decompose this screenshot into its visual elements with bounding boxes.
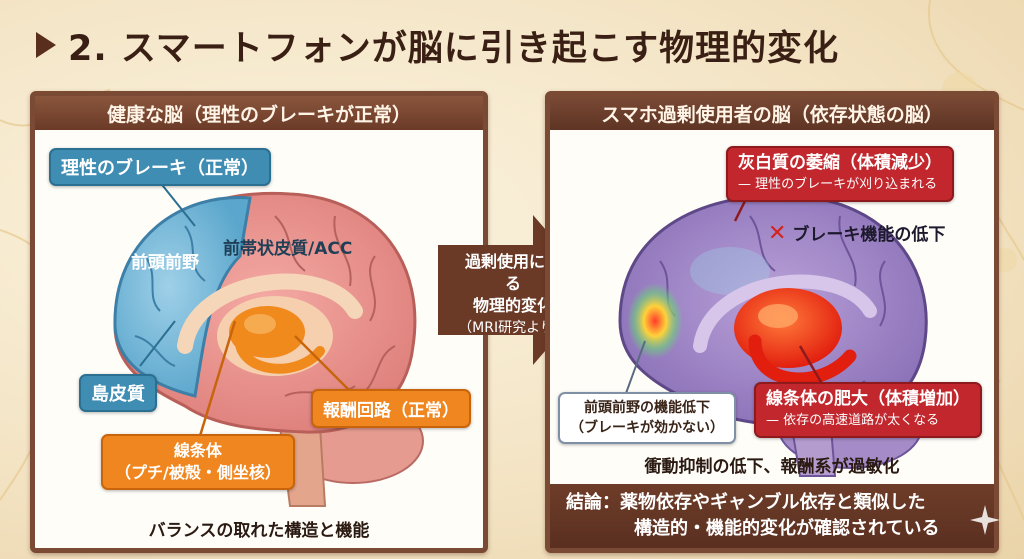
prefrontal-decline-line2: （ブレーキが効かない） bbox=[570, 420, 724, 436]
striatum-hypertrophy-title: 線条体の肥大（体積増加） bbox=[766, 389, 970, 409]
title-triangle-icon bbox=[36, 32, 56, 58]
prefrontal-decline-tag: 前頭前野の機能低下 （ブレーキが効かない） bbox=[558, 392, 736, 444]
acc-label: 前帯状皮質/ACC bbox=[223, 239, 353, 259]
conclusion-line2: 構造的・機能的変化が確認されている bbox=[634, 518, 940, 539]
reward-circuit-tag: 報酬回路（正常） bbox=[311, 389, 471, 428]
prefrontal-label: 前頭前野 bbox=[131, 253, 199, 273]
addicted-brain-panel: スマホ過剰使用者の脳（依存状態の脳） 灰白質の萎縮（体積減少） — 理性のブレー… bbox=[545, 91, 999, 553]
gray-matter-title: 灰白質の萎縮（体積減少） bbox=[738, 153, 942, 173]
striatum-tag: 線条体 （プチ/被殻・側坐核） bbox=[101, 434, 295, 490]
cross-icon: ✕ bbox=[768, 221, 787, 246]
page-title: 2. スマートフォンが脳に引き起こす物理的変化 bbox=[36, 20, 839, 70]
transition-arrow-label: 過剰使用による 物理的変化 （MRI研究より） bbox=[458, 251, 568, 339]
arrow-line2: 物理的変化 bbox=[472, 296, 553, 315]
striatum-tag-line1: 線条体 bbox=[173, 441, 222, 460]
striatum-hypertrophy-sub: — 依存の高速道路が太くなる bbox=[766, 413, 940, 428]
healthy-panel-header: 健康な脳（理性のブレーキが正常） bbox=[35, 96, 483, 130]
arrow-line3: （MRI研究より） bbox=[458, 320, 568, 336]
gray-matter-sub: — 理性のブレーキが刈り込まれる bbox=[738, 177, 938, 192]
addicted-caption: 衝動抑制の低下、報酬系が過敏化 bbox=[644, 457, 900, 477]
insula-tag: 島皮質 bbox=[79, 374, 157, 412]
arrow-line1: 過剰使用による bbox=[464, 252, 561, 293]
addicted-panel-header: スマホ過剰使用者の脳（依存状態の脳） bbox=[550, 96, 994, 130]
striatum-tag-line2: （プチ/被殻・側坐核） bbox=[115, 463, 281, 482]
sparkle-icon bbox=[970, 505, 1000, 535]
conclusion-box: 結論：薬物依存やギャンブル依存と類似した 構造的・機能的変化が確認されている bbox=[550, 484, 994, 548]
brake-normal-tag: 理性のブレーキ（正常） bbox=[49, 148, 271, 186]
gray-matter-atrophy-tag: 灰白質の萎縮（体積減少） — 理性のブレーキが刈り込まれる bbox=[726, 146, 954, 202]
healthy-caption: バランスの取れた構造と機能 bbox=[148, 521, 370, 541]
conclusion-line1: 結論：薬物依存やギャンブル依存と類似した bbox=[566, 492, 926, 513]
healthy-brain-panel: 健康な脳（理性のブレーキが正常） 理性のブレ bbox=[30, 91, 488, 553]
striatum-hypertrophy-tag: 線条体の肥大（体積増加） — 依存の高速道路が太くなる bbox=[754, 382, 982, 438]
brake-loss-label: ✕ ブレーキ機能の低下 bbox=[768, 220, 945, 246]
brake-loss-text: ブレーキ機能の低下 bbox=[792, 225, 946, 245]
prefrontal-decline-line1: 前頭前野の機能低下 bbox=[584, 400, 710, 416]
title-text: 2. スマートフォンが脳に引き起こす物理的変化 bbox=[68, 28, 840, 69]
